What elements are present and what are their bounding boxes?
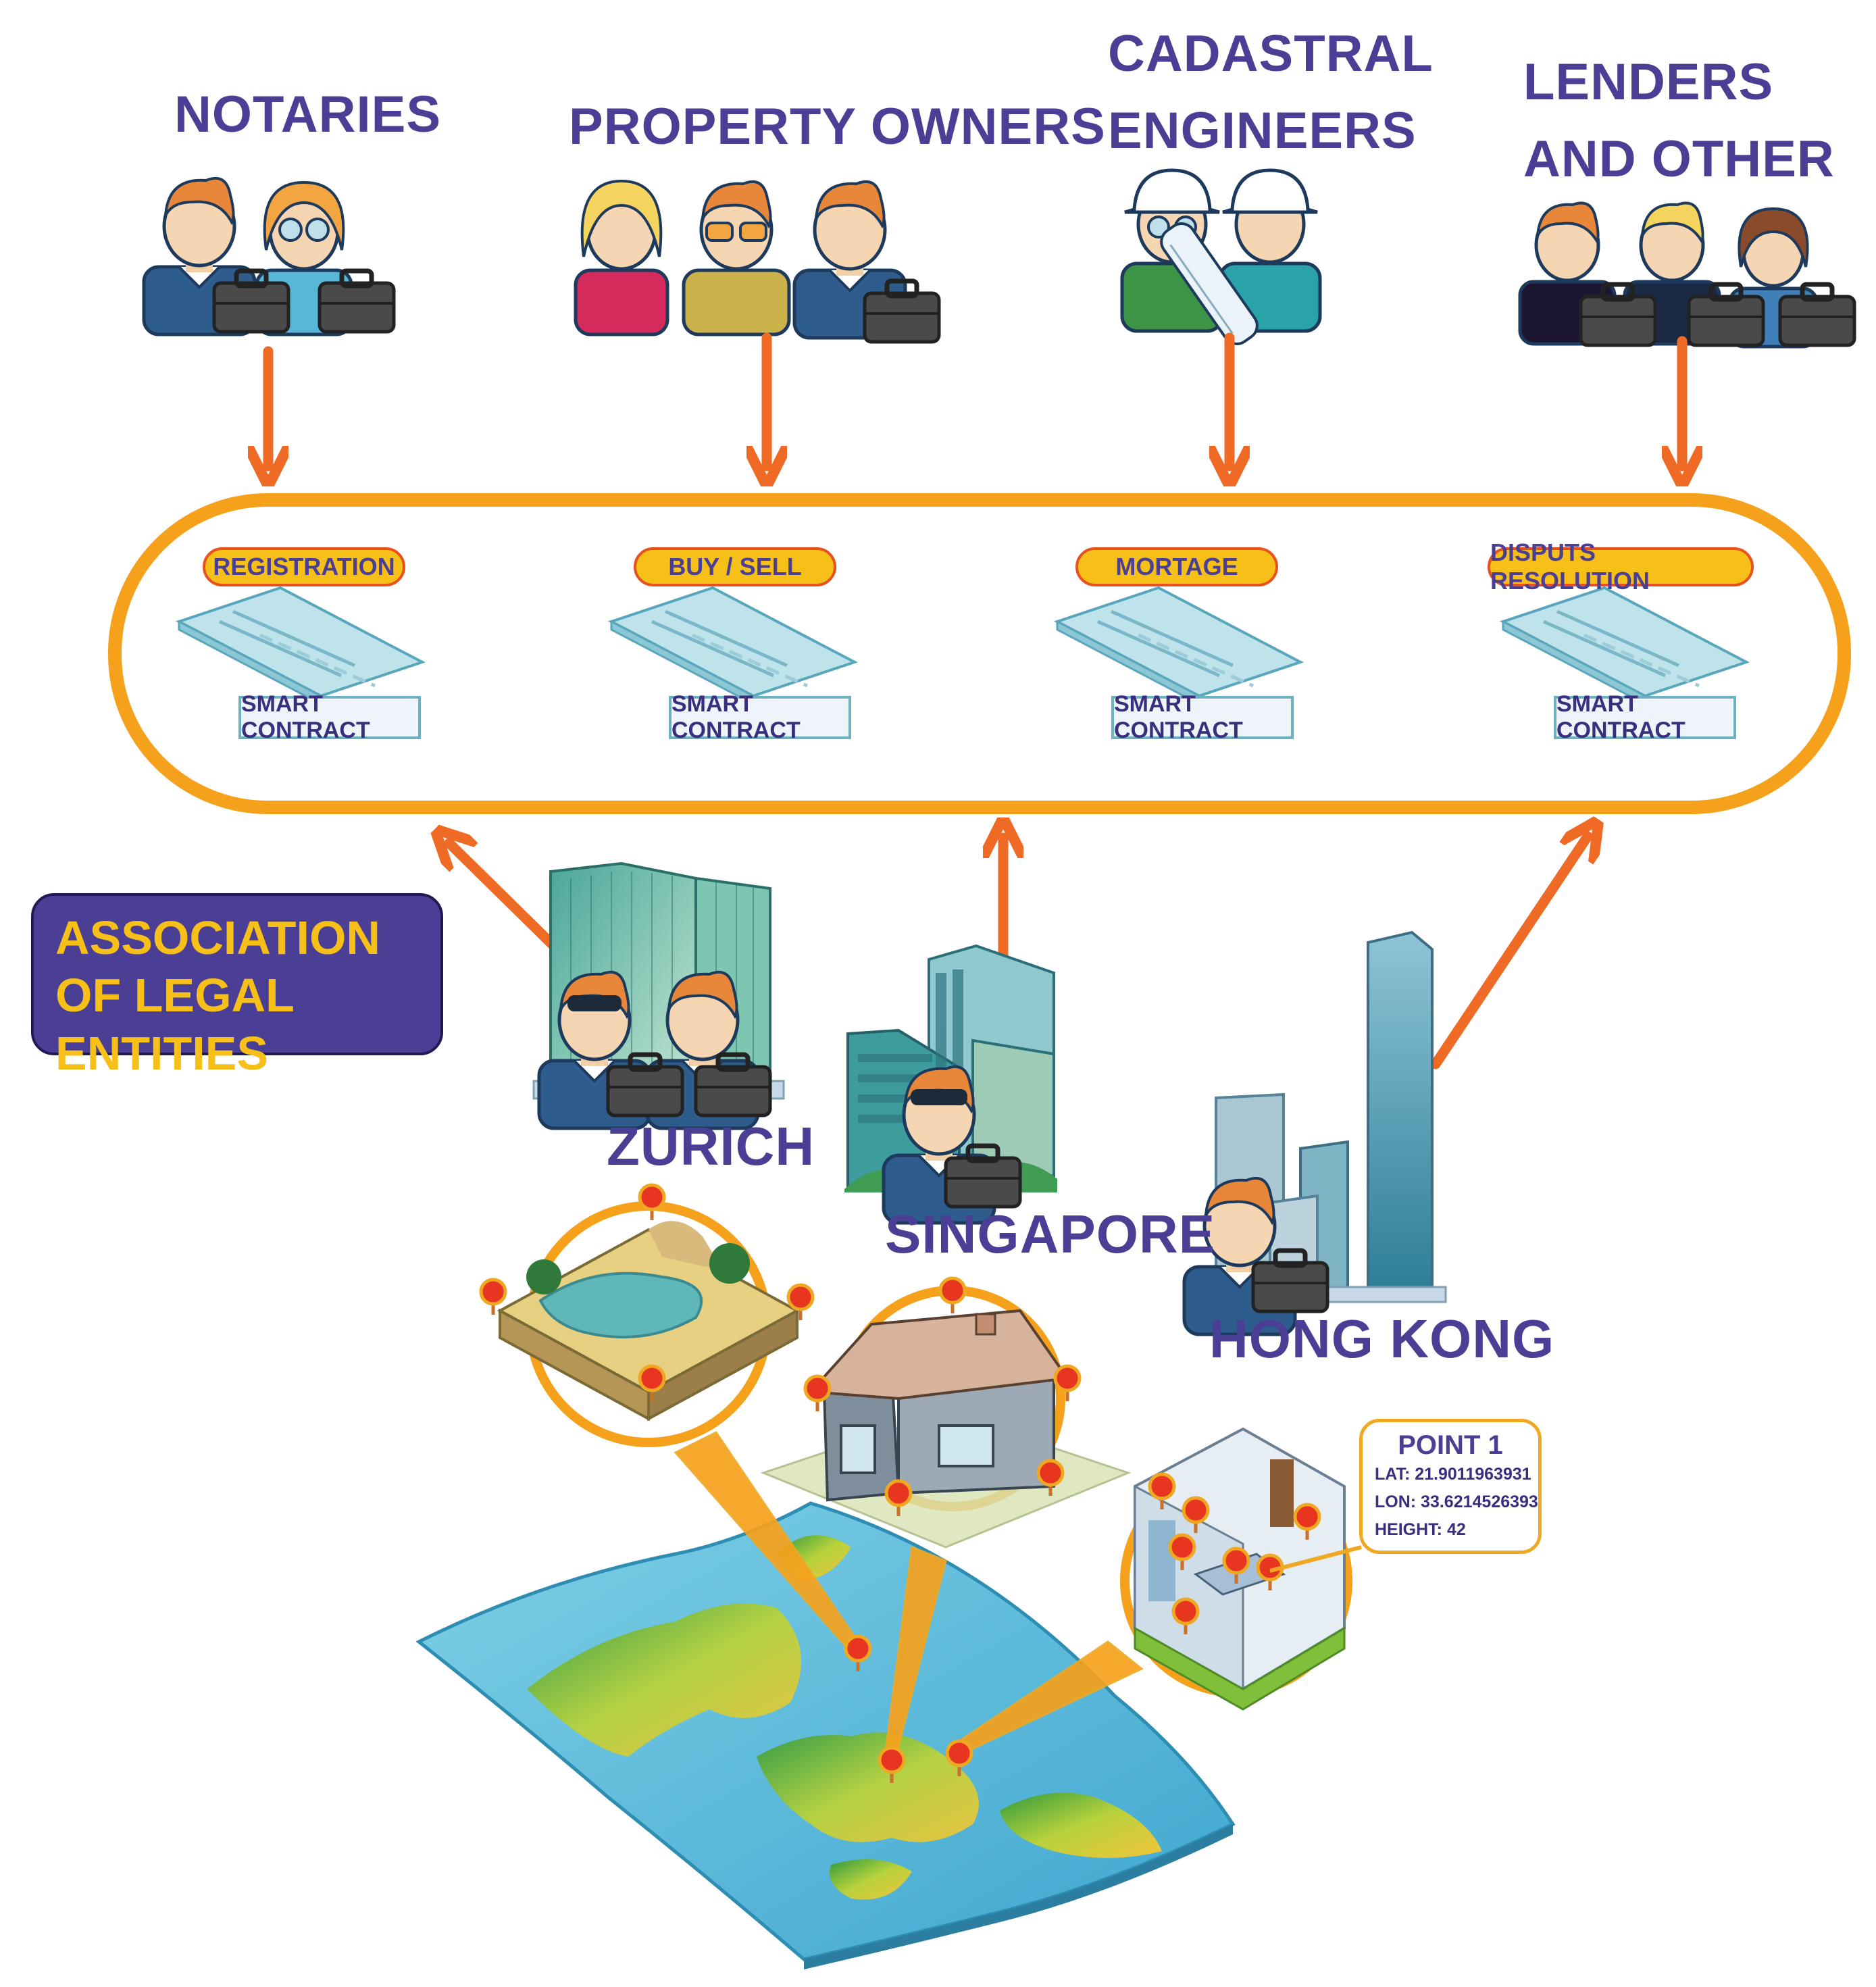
property-owners-people (574, 179, 939, 342)
zurich-buildings (532, 861, 785, 1128)
down-arrows (268, 332, 1682, 466)
city-zurich: ZURICH (607, 1116, 815, 1176)
cadastral-engineers-title-line1: CADASTRAL (1108, 25, 1434, 82)
contract-doc-3 (1057, 588, 1300, 704)
city-hong-kong: HONG KONG (1209, 1309, 1555, 1369)
house-circle (760, 1278, 1132, 1549)
contract-doc-4 (1503, 588, 1746, 704)
smart-contract-ring (108, 493, 1851, 814)
world-map (415, 1501, 1236, 1969)
point-lat: LAT: 21.9011963931 (1375, 1465, 1531, 1484)
point-title: POINT 1 (1398, 1430, 1503, 1460)
contract-label-registration: REGISTRATION (203, 547, 405, 586)
smart-contract-box-1: SMART CONTRACT (238, 691, 421, 743)
contract-doc-2 (611, 588, 855, 704)
lenders-title-line1: LENDERS (1523, 53, 1774, 111)
hong-kong-buildings (1184, 930, 1447, 1334)
association-line2: OF LEGAL ENTITIES (55, 969, 294, 1080)
notaries-people (144, 178, 394, 336)
property-owners-title: PROPERTY OWNERS (569, 98, 1106, 155)
contract-label-mortage: MORTAGE (1075, 547, 1278, 586)
callout-connectors (674, 1431, 1144, 1761)
lenders-title-line2: AND OTHER (1523, 130, 1835, 188)
notaries-title: NOTARIES (174, 86, 442, 143)
apartment-circle (1120, 1427, 1362, 1711)
smart-contract-box-2: SMART CONTRACT (669, 691, 851, 743)
point-height: HEIGHT: 42 (1375, 1520, 1466, 1539)
association-line1: ASSOCIATION (55, 911, 380, 964)
contract-label-disputs-resolution: DISPUTS RESOLUTION (1488, 538, 1754, 595)
contract-doc-1 (179, 588, 422, 704)
cadastral-engineers-people (1120, 168, 1322, 345)
lenders-people (1518, 201, 1854, 349)
smart-contract-box-3: SMART CONTRACT (1111, 691, 1294, 743)
land-plot-circle (481, 1185, 813, 1447)
city-singapore: SINGAPORE (885, 1204, 1216, 1264)
association-box: ASSOCIATION OF LEGAL ENTITIES (31, 893, 443, 1080)
cadastral-engineers-title-line2: ENGINEERS (1108, 102, 1417, 159)
contract-label-buy-sell: BUY / SELL (634, 547, 836, 586)
point-callout: POINT 1 LAT: 21.9011963931 LON: 33.62145… (1359, 1419, 1542, 1554)
singapore-buildings (844, 944, 1057, 1223)
smart-contract-box-4: SMART CONTRACT (1554, 691, 1736, 743)
point-lon: LON: 33.6214526393 (1375, 1492, 1538, 1511)
